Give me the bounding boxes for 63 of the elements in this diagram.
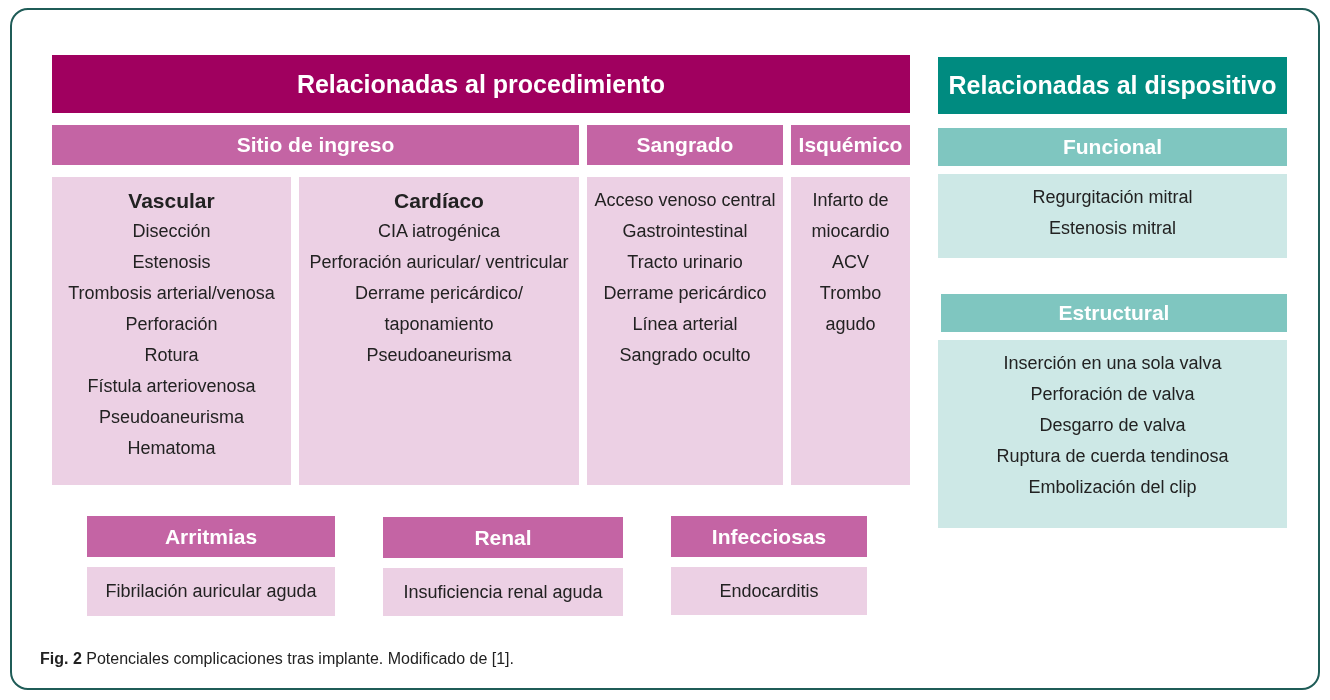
subheading: Vascular [127, 188, 216, 214]
content-panel [587, 177, 783, 485]
category-band [383, 517, 623, 558]
list-item: Línea arterial [631, 313, 739, 336]
list-item: Perforación [124, 313, 219, 336]
list-item: Derrame pericárdico/ taponamiento [353, 282, 525, 336]
content-panel [52, 177, 291, 485]
category-band [938, 128, 1287, 166]
content-panel [938, 340, 1287, 528]
list-item: Endocarditis [718, 579, 820, 603]
list-item: Embolización del clip [1027, 476, 1198, 499]
list-item: Pseudoaneurisma [97, 406, 246, 429]
list-item: Trombo agudo [818, 282, 883, 336]
list-item: Infarto de miocardio [810, 189, 891, 243]
list-item: Insuficiencia renal aguda [402, 580, 604, 604]
content-panel [671, 567, 867, 615]
list-item: Rotura [143, 344, 200, 367]
list-item: Derrame pericárdico [602, 282, 768, 305]
list-item: Estenosis [131, 251, 212, 274]
subheading: Cardíaco [393, 188, 485, 214]
category-title: Funcional [1062, 135, 1163, 159]
category-title: Infecciosas [711, 524, 827, 549]
section-header-band [52, 55, 910, 113]
category-title: Renal [474, 525, 532, 550]
list-item: Perforación auricular/ ventricular [308, 251, 570, 274]
content-panel [299, 177, 579, 485]
list-item: Hematoma [126, 437, 217, 460]
category-band [52, 125, 579, 165]
category-title: Sangrado [636, 133, 734, 157]
list-item: Sangrado oculto [618, 344, 752, 367]
category-band [587, 125, 783, 165]
list-item: Acceso venoso central [593, 189, 777, 212]
category-band [791, 125, 910, 165]
list-item: Gastrointestinal [621, 220, 749, 243]
content-panel [791, 177, 910, 485]
list-item: Estenosis mitral [1047, 217, 1177, 240]
category-title: Sitio de ingreso [236, 133, 395, 157]
category-title: Estructural [1058, 301, 1170, 325]
category-band [671, 516, 867, 557]
category-title: Isquémico [798, 133, 903, 157]
content-panel [87, 567, 335, 616]
list-item: Fibrilación auricular aguda [104, 580, 318, 603]
section-title: Relacionadas al dispositivo [948, 71, 1277, 100]
section-header-band [938, 57, 1287, 114]
category-title: Arritmias [164, 524, 258, 549]
list-item: Disección [131, 220, 212, 243]
category-band [941, 294, 1287, 332]
list-item: Tracto urinario [626, 251, 744, 274]
list-item: Desgarro de valva [1038, 414, 1187, 437]
list-item: Perforación de valva [1029, 383, 1196, 406]
list-item: Fístula arteriovenosa [86, 375, 257, 398]
list-item: Pseudoaneurisma [365, 344, 513, 367]
list-item: ACV [831, 251, 870, 274]
content-panel [383, 568, 623, 616]
content-panel [938, 174, 1287, 258]
list-item: Inserción en una sola valva [1002, 352, 1223, 375]
list-item: Ruptura de cuerda tendinosa [995, 445, 1230, 468]
list-item: Regurgitación mitral [1031, 186, 1194, 209]
list-item: CIA iatrogénica [376, 220, 502, 243]
list-item: Trombosis arterial/venosa [67, 282, 276, 305]
figure-caption: Fig. 2 Potenciales complicaciones tras implante. Modificado de [1]. [40, 650, 514, 668]
category-band [87, 516, 335, 557]
section-title: Relacionadas al procedimiento [296, 69, 666, 99]
